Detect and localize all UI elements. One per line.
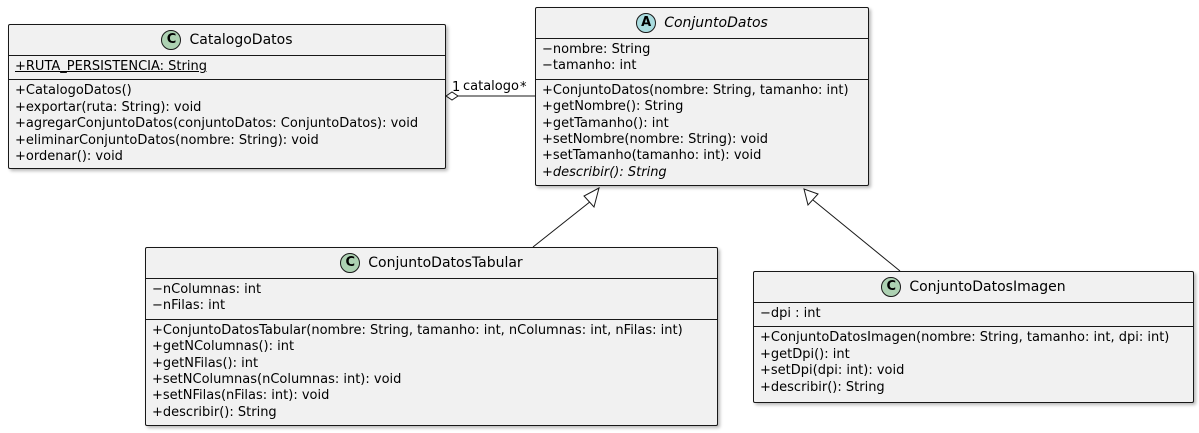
method: +getTamanho(): int — [542, 115, 669, 131]
class-header: A ConjuntoDatos — [536, 8, 868, 39]
association-role-label: catalogo — [463, 79, 519, 94]
fields-section: −nombre: String −tamanho: int — [536, 39, 868, 80]
class-stereotype-icon: C — [161, 30, 182, 50]
multiplicity-conjunto: * — [520, 80, 527, 95]
aggregation-diamond — [445, 91, 459, 101]
field: −nFilas: int — [152, 298, 226, 314]
method: +getNColumnas(): int — [152, 339, 295, 355]
class-name: ConjuntoDatosImagen — [909, 278, 1066, 295]
class-stereotype-icon: C — [881, 277, 902, 297]
fields-section: −nColumnas: int −nFilas: int — [146, 279, 717, 320]
method: +setNombre(nombre: String): void — [542, 132, 769, 148]
class-conjunto-datos-tabular[interactable]: C ConjuntoDatosTabular −nColumnas: int −… — [145, 247, 718, 426]
abstract-stereotype-icon: A — [636, 13, 657, 33]
field: −nombre: String — [542, 42, 651, 57]
method: +ConjuntoDatos(nombre: String, tamanho: … — [542, 82, 849, 98]
method: +getNombre(): String — [542, 99, 684, 115]
class-name: CatalogoDatos — [189, 31, 293, 48]
methods-section: +ConjuntoDatos(nombre: String, tamanho: … — [536, 80, 868, 185]
field: −nColumnas: int — [152, 282, 262, 297]
method: +CatalogoDatos() — [15, 83, 132, 99]
method: +setDpi(dpi: int): void — [760, 363, 905, 379]
field: −dpi : int — [760, 306, 821, 321]
method: +setTamanho(tamanho: int): void — [542, 148, 762, 164]
class-header: C ConjuntoDatosTabular — [146, 248, 717, 279]
fields-section: −dpi : int — [754, 303, 1193, 328]
method: +describir(): String — [760, 379, 885, 395]
method: +setNColumnas(nColumnas: int): void — [152, 372, 402, 388]
method: +eliminarConjuntoDatos(nombre: String): … — [15, 132, 319, 148]
method: +setNFilas(nFilas: int): void — [152, 388, 330, 404]
class-name: ConjuntoDatos — [664, 14, 768, 31]
method: +agregarConjuntoDatos(conjuntoDatos: Con… — [15, 116, 419, 132]
field: +RUTA_PERSISTENCIA: String — [15, 59, 207, 74]
method: +getNFilas(): int — [152, 355, 259, 371]
generalization-edge-tabular — [532, 187, 600, 248]
class-name: ConjuntoDatosTabular — [368, 254, 523, 271]
abstract-method: +describir(): String — [542, 164, 667, 180]
method: +getDpi(): int — [760, 346, 850, 362]
method: +describir(): String — [152, 404, 277, 420]
method: +ordenar(): void — [15, 149, 123, 165]
methods-section: +ConjuntoDatosTabular(nombre: String, ta… — [146, 320, 717, 425]
generalization-edge-imagen — [803, 188, 901, 272]
class-stereotype-icon: C — [340, 253, 361, 273]
field: −tamanho: int — [542, 58, 637, 74]
class-catalogo-datos[interactable]: C CatalogoDatos +RUTA_PERSISTENCIA: Stri… — [8, 24, 446, 169]
methods-section: +CatalogoDatos() +exportar(ruta: String)… — [9, 80, 445, 169]
multiplicity-catalogo: 1 — [452, 80, 461, 95]
class-conjunto-datos-imagen[interactable]: C ConjuntoDatosImagen −dpi : int +Conjun… — [753, 271, 1194, 403]
class-header: C CatalogoDatos — [9, 25, 445, 56]
fields-section: +RUTA_PERSISTENCIA: String — [9, 56, 445, 81]
class-conjunto-datos[interactable]: A ConjuntoDatos −nombre: String −tamanho… — [535, 7, 869, 186]
methods-section: +ConjuntoDatosImagen(nombre: String, tam… — [754, 327, 1193, 400]
method: +ConjuntoDatosImagen(nombre: String, tam… — [760, 330, 1170, 346]
method: +ConjuntoDatosTabular(nombre: String, ta… — [152, 322, 683, 338]
class-header: C ConjuntoDatosImagen — [754, 272, 1193, 303]
method: +exportar(ruta: String): void — [15, 99, 202, 115]
aggregation-edge — [445, 91, 535, 101]
